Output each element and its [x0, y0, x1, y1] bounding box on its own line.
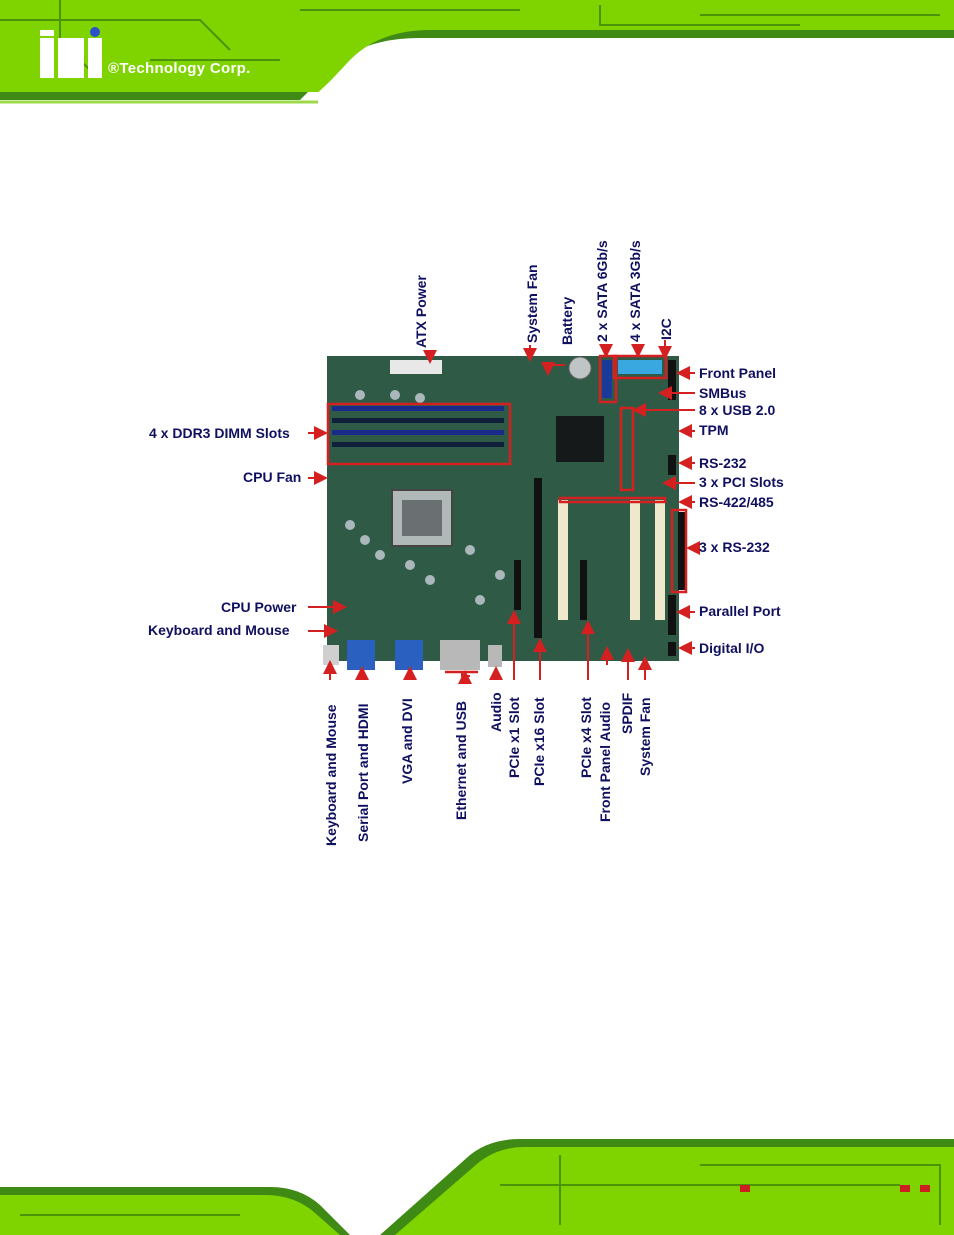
- pcie-x4-slot: [580, 560, 587, 620]
- vga-dvi-port: [395, 640, 423, 670]
- label-pci-slots: 3 x PCI Slots: [699, 474, 784, 490]
- pcie-x1-slot: [514, 560, 521, 610]
- label-system-fan-top: System Fan: [524, 264, 540, 343]
- motherboard: [327, 356, 679, 661]
- label-dimm-slots: 4 x DDR3 DIMM Slots: [149, 425, 290, 441]
- label-sata-6gb: 2 x SATA 6Gb/s: [594, 240, 610, 342]
- sata-6gb-ports: [602, 360, 612, 398]
- label-digital-io: Digital I/O: [699, 640, 765, 656]
- header-banner: [0, 0, 954, 112]
- label-ethernet-usb: Ethernet and USB: [453, 700, 469, 820]
- dimm-slots: [332, 406, 504, 447]
- label-vga-dvi: VGA and DVI: [399, 698, 415, 784]
- label-tpm: TPM: [699, 422, 729, 438]
- pci-slot-1: [558, 500, 568, 620]
- highlight-dimm: [326, 402, 512, 466]
- label-rs232: RS-232: [699, 455, 747, 471]
- label-rs232x3: 3 x RS-232: [699, 539, 770, 555]
- audio-port: [488, 645, 502, 667]
- brand-name: ®Technology Corp.: [108, 60, 251, 77]
- highlight-usb: [619, 406, 635, 492]
- label-keyboard-mouse: Keyboard and Mouse: [148, 622, 290, 638]
- label-rs422: RS-422/485: [699, 494, 774, 510]
- label-audio: Audio: [488, 692, 504, 732]
- label-usb: 8 x USB 2.0: [699, 402, 776, 418]
- label-smbus: SMBus: [699, 385, 747, 401]
- label-cpu-fan: CPU Fan: [243, 469, 302, 485]
- label-i2c: I2C: [658, 318, 674, 340]
- ethernet-usb-port: [440, 640, 480, 670]
- label-sata-3gb: 4 x SATA 3Gb/s: [627, 240, 643, 342]
- label-spdif: SPDIF: [619, 692, 635, 734]
- battery: [568, 356, 592, 380]
- pci-slot-2: [630, 500, 640, 620]
- pci-slot-3: [655, 500, 665, 620]
- label-atx-power: ATX Power: [413, 275, 429, 348]
- sata-3gb-ports: [618, 360, 662, 374]
- atx-power-connector: [390, 360, 442, 374]
- label-kbm-bottom: Keyboard and Mouse: [323, 704, 339, 846]
- label-pcie-x4: PCIe x4 Slot: [578, 697, 594, 778]
- label-system-fan-bottom: System Fan: [637, 697, 653, 776]
- label-parallel-port: Parallel Port: [699, 603, 781, 619]
- iei-logo: [40, 27, 102, 78]
- label-battery: Battery: [559, 296, 575, 345]
- highlight-pci: [558, 496, 667, 504]
- pcie-x16-slot: [534, 478, 542, 638]
- label-pcie-x16: PCIe x16 Slot: [531, 697, 547, 786]
- label-front-panel: Front Panel: [699, 365, 777, 381]
- footer-banner: [0, 1125, 954, 1235]
- label-front-panel-audio: Front Panel Audio: [597, 701, 613, 822]
- chipset-heatsink: [556, 416, 604, 462]
- label-cpu-power: CPU Power: [221, 599, 297, 615]
- label-pcie-x1: PCIe x1 Slot: [506, 697, 522, 778]
- label-serial-hdmi: Serial Port and HDMI: [355, 703, 371, 842]
- serial-hdmi-port: [347, 640, 375, 670]
